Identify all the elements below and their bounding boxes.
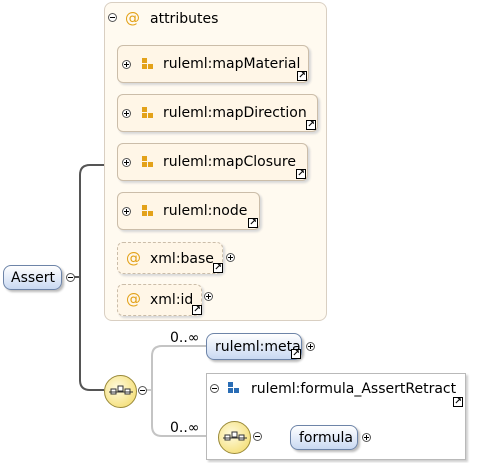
attr-group-mapmaterial[interactable]: ruleml:mapMaterial ↗ <box>117 45 309 83</box>
link-arrow-icon[interactable]: ↗ <box>296 169 306 179</box>
inner-sequence-icon[interactable] <box>218 421 251 454</box>
attr-label: xml:base <box>150 251 214 267</box>
meta-occurrence: 0..∞ <box>170 330 200 346</box>
attribute-group-icon <box>142 205 154 217</box>
attr-group-label: ruleml:mapClosure <box>163 154 296 170</box>
xml-base-expand-icon[interactable] <box>226 253 235 262</box>
expand-icon[interactable] <box>122 60 131 69</box>
expand-icon[interactable] <box>122 207 131 216</box>
link-arrow-icon[interactable]: ↗ <box>291 349 301 359</box>
sequence-icon[interactable] <box>104 375 137 408</box>
root-element-label: Assert <box>11 270 56 286</box>
sequence-collapse-icon[interactable] <box>138 386 147 395</box>
attributes-collapse-icon[interactable] <box>108 13 117 22</box>
link-arrow-icon[interactable]: ↗ <box>192 305 202 315</box>
group-label: ruleml:formula_AssertRetract <box>251 381 457 397</box>
element-ruleml-meta[interactable]: ruleml:meta ↗ <box>206 333 302 360</box>
element-label: formula <box>299 430 353 446</box>
attr-group-label: ruleml:mapMaterial <box>163 56 301 72</box>
link-arrow-icon[interactable]: ↗ <box>306 120 316 130</box>
attribute-at-icon: @ <box>125 9 140 27</box>
link-arrow-icon[interactable]: ↗ <box>297 71 307 81</box>
inner-sequence-collapse-icon[interactable] <box>253 432 262 441</box>
expand-icon[interactable] <box>122 158 131 167</box>
attribute-at-icon: @ <box>126 249 141 267</box>
attribute-group-icon <box>142 58 154 70</box>
link-arrow-icon[interactable]: ↗ <box>213 263 223 273</box>
attr-group-label: ruleml:node <box>163 203 248 219</box>
link-arrow-icon[interactable]: ↗ <box>453 397 463 407</box>
attr-xml-id[interactable]: @ xml:id ↗ <box>117 284 202 316</box>
xml-id-expand-icon[interactable] <box>204 292 213 301</box>
root-collapse-icon[interactable] <box>66 273 75 282</box>
attr-group-label: ruleml:mapDirection <box>163 105 307 121</box>
attr-xml-base[interactable]: @ xml:base ↗ <box>117 242 223 274</box>
group-collapse-icon[interactable] <box>210 384 219 393</box>
attribute-at-icon: @ <box>126 290 141 308</box>
element-formula[interactable]: formula <box>290 425 358 450</box>
link-arrow-icon[interactable]: ↗ <box>248 218 258 228</box>
attribute-group-icon <box>142 156 154 168</box>
group-icon <box>228 382 240 394</box>
attributes-title: attributes <box>150 11 219 27</box>
attr-group-node[interactable]: ruleml:node ↗ <box>117 192 260 230</box>
attribute-group-icon <box>142 107 154 119</box>
formula-expand-icon[interactable] <box>362 433 371 442</box>
attr-label: xml:id <box>150 292 194 308</box>
attr-group-mapdirection[interactable]: ruleml:mapDirection ↗ <box>117 94 318 132</box>
group-occurrence: 0..∞ <box>170 420 200 436</box>
meta-expand-icon[interactable] <box>306 342 315 351</box>
element-label: ruleml:meta <box>215 339 301 355</box>
attr-group-mapclosure[interactable]: ruleml:mapClosure ↗ <box>117 143 308 181</box>
expand-icon[interactable] <box>122 109 131 118</box>
root-element-assert[interactable]: Assert <box>3 265 62 290</box>
